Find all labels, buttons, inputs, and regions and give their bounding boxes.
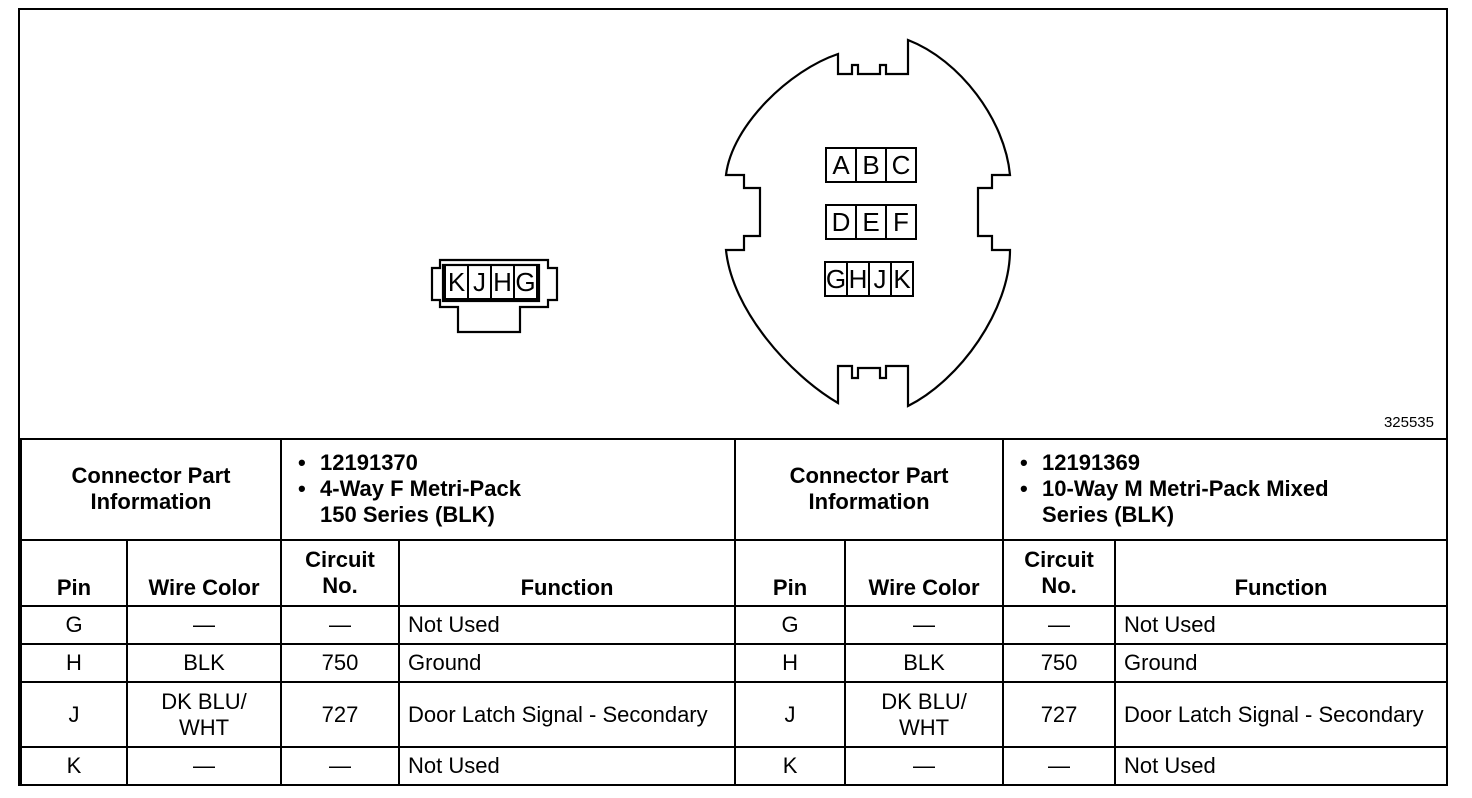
svg-text:K: K: [893, 264, 911, 294]
svg-text:J: J: [874, 264, 887, 294]
large-connector-pin-f: F: [885, 204, 917, 240]
svg-text:G: G: [826, 264, 846, 294]
pinout-table: Connector Part Information 12191370 4-Wa…: [19, 438, 1449, 787]
table-row: G — — Not Used G — — Not Used: [20, 604, 1449, 646]
figure-id: 325535: [1383, 414, 1434, 431]
left-part-desc-2: 150 Series (BLK): [320, 502, 495, 528]
pin-cell: H: [20, 643, 128, 684]
left-part-info: 12191370 4-Way F Metri-Pack 150 Series (…: [280, 438, 737, 541]
pin-cell: K: [20, 745, 128, 787]
circuit-cell: —: [1002, 604, 1117, 646]
large-connector: [724, 38, 1012, 408]
wire-cell: —: [125, 604, 283, 646]
table-row: K — — Not Used K — — Not Used: [20, 745, 1449, 787]
left-part-number: 12191370: [298, 450, 726, 476]
wire-cell: BLK: [844, 643, 1005, 684]
function-cell: Not Used: [398, 745, 737, 787]
circuit-cell: —: [280, 745, 401, 787]
right-part-desc-1: 10-Way M Metri-Pack Mixed: [1020, 476, 1438, 502]
large-connector-pin-c: C: [885, 147, 917, 183]
circuit-cell: 750: [280, 643, 401, 684]
function-cell: Not Used: [1114, 745, 1449, 787]
function-cell: Ground: [398, 643, 737, 684]
circuit-cell: 727: [280, 681, 401, 748]
function-cell: Door Latch Signal - Secondary: [398, 681, 737, 748]
svg-text:E: E: [862, 207, 879, 237]
large-connector-pin-b: B: [855, 147, 887, 183]
svg-text:C: C: [892, 150, 911, 180]
wire-cell: —: [125, 745, 283, 787]
svg-text:A: A: [832, 150, 850, 180]
col-pin: Pin: [20, 538, 128, 607]
pin-cell: J: [20, 681, 128, 748]
wire-cell: BLK: [125, 643, 283, 684]
svg-text:J: J: [473, 267, 486, 297]
col-function-2: Function: [1114, 538, 1449, 607]
left-part-desc-1: 4-Way F Metri-Pack: [298, 476, 726, 502]
wire-cell: DK BLU/ WHT: [125, 681, 283, 748]
circuit-cell: 727: [1002, 681, 1117, 748]
right-part-number: 12191369: [1020, 450, 1438, 476]
pin-cell: H: [734, 643, 847, 684]
col-pin-2: Pin: [734, 538, 847, 607]
pin-cell: G: [20, 604, 128, 646]
svg-text:F: F: [893, 207, 909, 237]
svg-text:H: H: [849, 264, 868, 294]
svg-text:B: B: [862, 150, 879, 180]
wire-cell: —: [844, 745, 1005, 787]
right-part-info: 12191369 10-Way M Metri-Pack Mixed Serie…: [1002, 438, 1449, 541]
circuit-cell: —: [280, 604, 401, 646]
large-connector-pin-g: G: [824, 261, 848, 297]
svg-text:G: G: [515, 267, 535, 297]
small-connector-pin-h: H: [490, 264, 515, 300]
pin-cell: G: [734, 604, 847, 646]
function-cell: Door Latch Signal - Secondary: [1114, 681, 1449, 748]
large-connector-pin-h: H: [846, 261, 870, 297]
wire-cell: DK BLU/ WHT: [844, 681, 1005, 748]
table-row: H BLK 750 Ground H BLK 750 Ground: [20, 643, 1449, 684]
col-wire-color-2: Wire Color: [844, 538, 1005, 607]
right-part-desc-2: Series (BLK): [1042, 502, 1175, 528]
col-function: Function: [398, 538, 737, 607]
circuit-cell: —: [1002, 745, 1117, 787]
table-row: J DK BLU/ WHT 727 Door Latch Signal - Se…: [20, 681, 1449, 748]
small-connector-pin-j: J: [467, 264, 492, 300]
col-wire-color: Wire Color: [125, 538, 283, 607]
svg-text:K: K: [448, 267, 466, 297]
large-connector-pin-a: A: [825, 147, 857, 183]
large-connector-pin-j: J: [868, 261, 892, 297]
large-connector-pin-e: E: [855, 204, 887, 240]
function-cell: Ground: [1114, 643, 1449, 684]
svg-text:D: D: [832, 207, 851, 237]
pin-cell: J: [734, 681, 847, 748]
small-connector-pin-g: G: [513, 264, 538, 300]
left-part-label: Connector Part Information: [19, 438, 283, 541]
part-info-row: Connector Part Information 12191370 4-Wa…: [19, 438, 1449, 541]
large-connector-pin-d: D: [825, 204, 857, 240]
circuit-cell: 750: [1002, 643, 1117, 684]
wire-cell: —: [844, 604, 1005, 646]
function-cell: Not Used: [1114, 604, 1449, 646]
svg-text:H: H: [493, 267, 512, 297]
small-connector-pin-k: K: [444, 264, 469, 300]
function-cell: Not Used: [398, 604, 737, 646]
right-part-label: Connector Part Information: [734, 438, 1005, 541]
pin-cell: K: [734, 745, 847, 787]
large-connector-pin-k: K: [890, 261, 914, 297]
